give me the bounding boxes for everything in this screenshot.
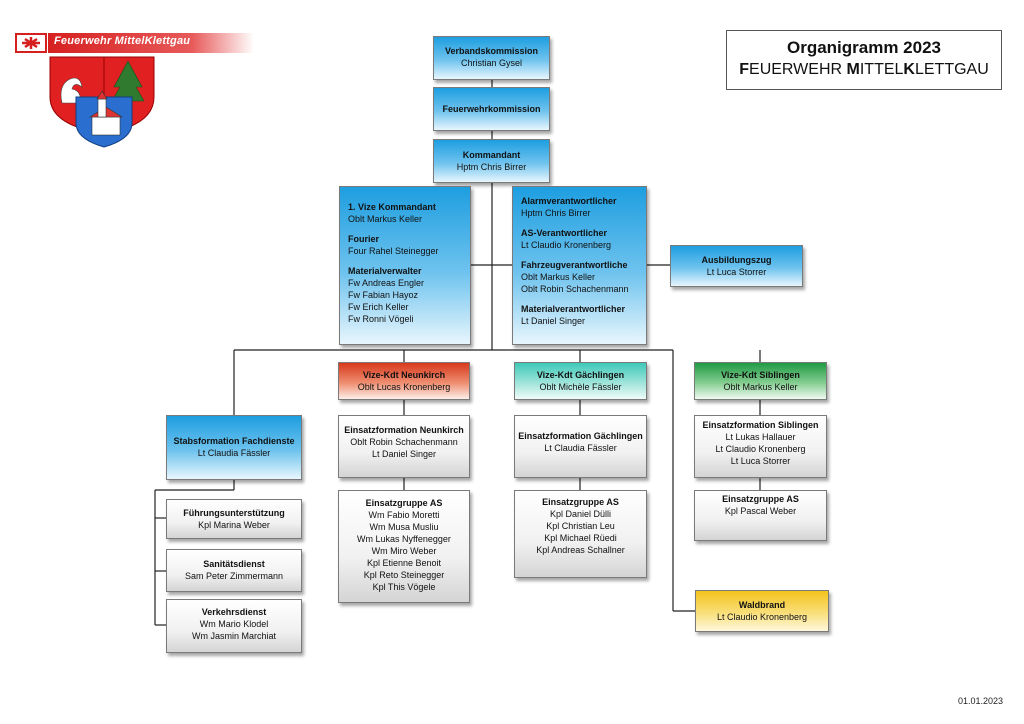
coat-of-arms-icon xyxy=(49,56,155,148)
node-einsatzformation-neunkirch: Einsatzformation Neunkirch Oblt Robin Sc… xyxy=(338,415,470,478)
node-feuerwehrkommission: Feuerwehrkommission xyxy=(433,87,550,131)
node-einsatzgruppe-gaechlingen: Einsatzgruppe AS Kpl Daniel Dülli Kpl Ch… xyxy=(514,490,647,578)
node-waldbrand: Waldbrand Lt Claudio Kronenberg xyxy=(695,590,829,632)
node-einsatzgruppe-siblingen: Einsatzgruppe AS Kpl Pascal Weber xyxy=(694,490,827,541)
node-vize-kdt-siblingen: Vize-Kdt Siblingen Oblt Markus Keller xyxy=(694,362,827,400)
node-sanitaetsdienst: Sanitätsdienst Sam Peter Zimmermann xyxy=(166,549,302,592)
node-vize-kdt-gaechlingen: Vize-Kdt Gächlingen Oblt Michèle Fässler xyxy=(514,362,647,400)
chart-subtitle: FEUERWEHR MITTELKLETTGAU xyxy=(739,61,989,78)
fire-brigade-logo-icon xyxy=(15,33,47,53)
node-einsatzformation-siblingen: Einsatzformation Siblingen Lt Lukas Hall… xyxy=(694,415,827,478)
node-fuehrungsunterstuetzung: Führungsunterstützung Kpl Marina Weber xyxy=(166,499,302,539)
node-stab-right: Alarmverantwortlicher Hptm Chris Birrer … xyxy=(512,186,647,345)
node-kommandant: Kommandant Hptm Chris Birrer xyxy=(433,139,550,183)
document-date: 01.01.2023 xyxy=(958,696,1004,706)
node-verkehrsdienst: Verkehrsdienst Wm Mario Klodel Wm Jasmin… xyxy=(166,599,302,653)
node-stabsformation: Stabsformation Fachdienste Lt Claudia Fä… xyxy=(166,415,302,480)
node-stab-left: 1. Vize Kommandant Oblt Markus Keller Fo… xyxy=(339,186,471,345)
node-einsatzformation-gaechlingen: Einsatzformation Gächlingen Lt Claudia F… xyxy=(514,415,647,478)
node-ausbildungszug: Ausbildungszug Lt Luca Storrer xyxy=(670,245,803,287)
title-box: Organigramm 2023 FEUERWEHR MITTELKLETTGA… xyxy=(726,30,1002,90)
node-verbandskommission: Verbandskommission Christian Gysel xyxy=(433,36,550,80)
node-einsatzgruppe-neunkirch: Einsatzgruppe AS Wm Fabio Moretti Wm Mus… xyxy=(338,490,470,603)
node-vize-kdt-neunkirch: Vize-Kdt Neunkirch Oblt Lucas Kronenberg xyxy=(338,362,470,400)
brand-banner xyxy=(15,33,254,53)
chart-title: Organigramm 2023 xyxy=(786,38,941,57)
brand-name: Feuerwehr MittelKlettgau xyxy=(54,35,191,47)
